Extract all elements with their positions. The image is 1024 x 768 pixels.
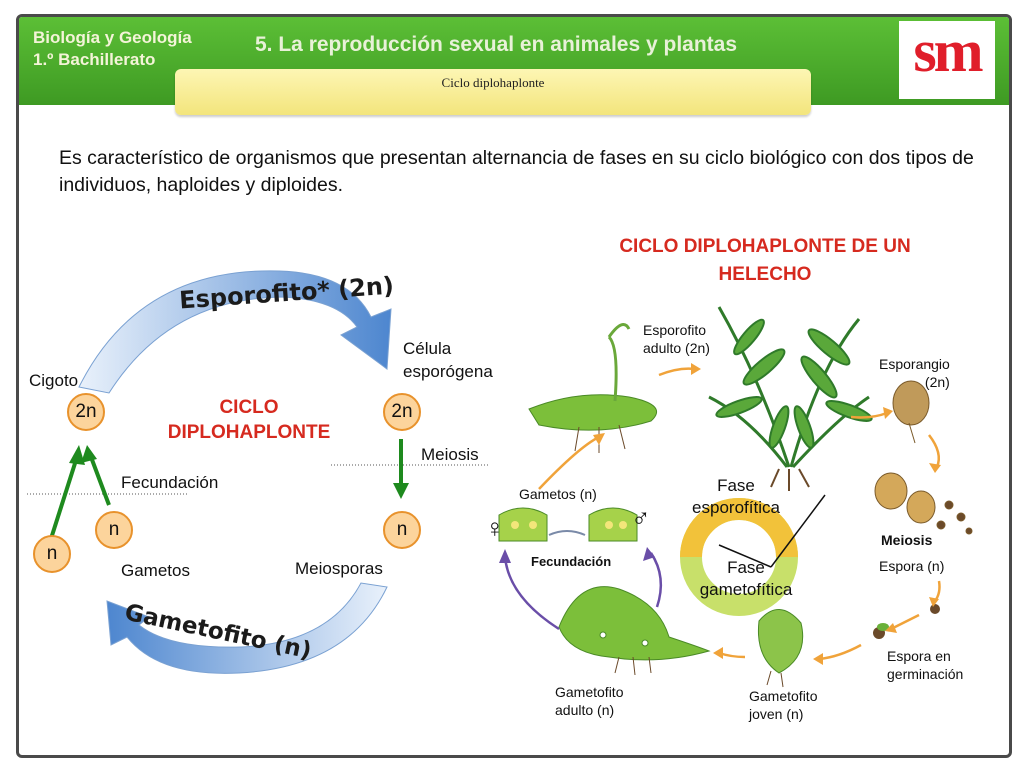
fern-meiosis-label: Meiosis (881, 532, 933, 548)
celula-2n-circle: 2n (383, 393, 421, 431)
left-title-line1: CICLO (219, 397, 279, 418)
fase-gametofitica-label: Fase gametofítica (691, 557, 801, 601)
top-cycle-arrow (78, 270, 392, 394)
fecundacion-label: Fecundación (121, 473, 219, 492)
left-cycle-arrows (27, 270, 489, 674)
subject-label: Biología y Geología 1.º Bachillerato (33, 27, 192, 71)
gametes-illustration (498, 507, 638, 542)
left-title-line2: DIPLOHAPLONTE (167, 422, 331, 443)
fern-cycle-title: CICLO DIPLOHAPLONTE DE UN HELECHO (575, 233, 955, 289)
gameto-n-circle-2: n (33, 535, 71, 573)
fern-cycle-illustration (498, 306, 973, 688)
gametofito-adulto-label: Gametofito adulto (n) (555, 683, 623, 719)
adult-fern-illustration (708, 306, 873, 491)
fecundacion-arrows (47, 439, 409, 546)
fase1-line1: Fase (717, 476, 755, 495)
esporofito-adulto-label: Esporofito adulto (2n) (643, 321, 710, 357)
unit-title: 5. La reproducción sexual en animales y … (255, 33, 738, 56)
young-gametophyte-illustration (757, 609, 804, 688)
gameto-n-circle-1: n (95, 511, 133, 549)
fern-cycle-arrowheads (691, 363, 941, 665)
intro-text: Es característico de organismos que pres… (59, 147, 974, 196)
cigoto-2n-circle: 2n (67, 393, 105, 431)
left-cycle-title: CICLO DIPLOHAPLONTE (139, 395, 359, 445)
espora-germinacion-label: Espora en germinación (887, 647, 963, 683)
meiospora-n-circle: n (383, 511, 421, 549)
subject-line2: 1.º Bachillerato (33, 50, 156, 69)
fern-title-line2: HELECHO (718, 264, 812, 285)
espora-label: Espora (n) (879, 558, 945, 574)
esporangio-line1: Esporangio (879, 356, 950, 372)
gametos-arrowhead (593, 433, 605, 445)
fase1-line2: esporofítica (692, 498, 780, 517)
fase2-line1: Fase (727, 558, 765, 577)
opened-sporangia-illustration (874, 472, 973, 535)
fase-esporofitica-label: Fase esporofítica (681, 475, 791, 519)
fern-fecundacion-label: Fecundación (531, 554, 612, 569)
sm-logo: sm (899, 18, 995, 99)
gam-adulto-line2: adulto (n) (555, 702, 615, 718)
meiosis-label: Meiosis (421, 445, 479, 464)
spore-illustration (930, 604, 940, 614)
esporofito-line1: Esporofito (643, 322, 707, 338)
cigoto-label: Cigoto (29, 371, 79, 390)
gametos-label: Gametos (121, 561, 190, 580)
germ-line2: germinación (887, 666, 964, 682)
gam-joven-line1: Gametofito (749, 688, 818, 704)
gam-joven-line2: joven (n) (749, 706, 804, 722)
phase-ring-top (680, 498, 798, 558)
banner-title: Ciclo diplohaplonte (441, 75, 545, 90)
sporangium-illustration (892, 380, 930, 444)
gam-adulto-line1: Gametofito (555, 684, 624, 700)
meiosporas-label: Meiosporas (295, 559, 383, 578)
adult-gametophyte-illustration (558, 586, 711, 676)
celula-line1: Célula (403, 339, 452, 358)
subject-line1: Biología y Geología (33, 28, 192, 47)
phase-divider-right (770, 494, 826, 568)
esporangio-label: Esporangio (2n) (879, 355, 950, 391)
purple-arrowheads (499, 547, 655, 563)
celula-esporogena-label: Célula esporógena (403, 337, 493, 383)
section-banner: Ciclo diplohaplonte (175, 69, 811, 115)
germinating-spore-illustration (873, 623, 889, 639)
esporofito-line2: adulto (2n) (643, 340, 710, 356)
bottom-cycle-arrow (106, 582, 388, 674)
male-symbol: ♂ (631, 503, 651, 533)
esporangio-line2: (2n) (924, 374, 950, 390)
fern-title-line1: CICLO DIPLOHAPLONTE DE UN (619, 236, 911, 257)
phase-divider-left (718, 544, 772, 568)
celula-line2: esporógena (403, 362, 493, 381)
gametos-arrow (538, 435, 600, 490)
slide: Biología y Geología 1.º Bachillerato 5. … (16, 14, 1012, 758)
female-symbol: ♀ (485, 513, 505, 543)
fase2-line2: gametofítica (699, 580, 793, 599)
young-sporophyte-illustration (528, 323, 657, 453)
sm-logo-text: sm (913, 18, 983, 84)
germ-line1: Espora en (887, 648, 951, 664)
fern-gametos-label: Gametos (n) (519, 486, 597, 502)
gametofito-joven-label: Gametofito joven (n) (749, 687, 817, 723)
